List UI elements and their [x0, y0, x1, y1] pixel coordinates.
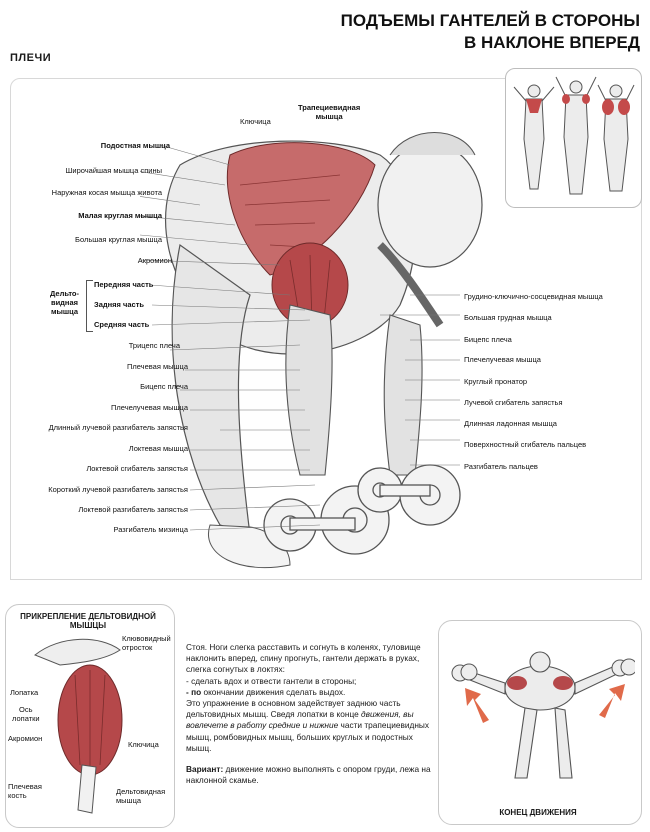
description-variant-bold: Вариант:: [186, 764, 224, 775]
label-front-part: Передняя часть: [94, 280, 154, 289]
label-external-oblique: Наружная косая мышца живота: [51, 188, 162, 197]
description-p2: - сделать вдох и отвести гантели в сторо…: [186, 675, 357, 686]
description-p3-bold: - по: [186, 686, 202, 697]
label-flexor-digitorum-superficialis: Поверхностный сгибатель пальцев: [464, 440, 587, 449]
label-palmaris-longus: Длинная ладонная мышца: [464, 419, 557, 428]
page-title: ПОДЪЕМЫ ГАНТЕЛЕЙ В СТОРОНЫ В НАКЛОНЕ ВПЕ…: [341, 10, 640, 54]
label-brachioradialis-right: Плечелучевая мышца: [464, 355, 541, 364]
end-movement-caption: КОНЕЦ ДВИЖЕНИЯ: [499, 808, 577, 817]
label-clavicle: Ключица: [240, 117, 271, 126]
main-illustration-frame: [10, 78, 642, 580]
description-p3-text: окончании движения сделать выдох.: [201, 686, 346, 697]
end-movement-illustration: [451, 651, 635, 779]
label-clavicle-small: Ключица: [128, 740, 159, 749]
label-ext-carpi-radialis-brevis: Короткий лучевой разгибатель запястья: [48, 485, 188, 494]
label-deltoid-group: Дельто- видная мышца: [50, 289, 79, 316]
deltoid-bracket: [86, 280, 93, 332]
title-line-1: ПОДЪЕМЫ ГАНТЕЛЕЙ В СТОРОНЫ: [340, 11, 640, 30]
label-deltoid-muscle: Дельтовидная мышца: [116, 787, 166, 805]
label-scapular-spine: Ось лопатки: [12, 705, 40, 723]
section-label: ПЛЕЧИ: [10, 52, 52, 64]
end-movement-box: [438, 620, 642, 825]
label-biceps-left: Бицепс плеча: [140, 382, 188, 391]
three-figures-illustration: [513, 76, 635, 195]
exercise-description: Стоя. Ноги слегка расставить и согнуть в…: [186, 642, 434, 786]
label-brachialis: Плечевая мышца: [126, 362, 188, 371]
label-ext-digiti-minimi: Разгибатель мизинца: [113, 525, 188, 534]
label-pronator-teres: Круглый пронатор: [464, 377, 528, 386]
label-scapula: Лопатка: [10, 688, 39, 697]
label-trapezius: Трапециевидная мышца: [298, 103, 361, 121]
label-acromion-small: Акромион: [8, 734, 43, 743]
label-humerus: Плечевая кость: [8, 782, 42, 800]
label-biceps-right: Бицепс плеча: [464, 335, 512, 344]
label-coracoid: Клювовидный отросток: [122, 634, 171, 652]
deltoid-attachment-box: [5, 604, 175, 828]
label-triceps: Трицепс плеча: [128, 341, 180, 350]
label-pectoralis-major: Большая грудная мышца: [464, 313, 552, 322]
label-anconeus: Локтевая мышца: [128, 444, 188, 453]
label-extensor-digitorum: Разгибатель пальцев: [464, 462, 538, 471]
label-teres-major: Большая круглая мышца: [75, 235, 162, 244]
label-teres-minor: Малая круглая мышца: [78, 211, 162, 220]
deltoid-attachment-title: ПРИКРЕПЛЕНИЕ ДЕЛЬТОВИДНОЙ МЫШЦЫ: [20, 612, 156, 630]
label-ext-carpi-ulnaris: Локтевой разгибатель запястья: [78, 505, 188, 514]
label-brachioradialis-left: Плечелучевая мышца: [111, 403, 188, 412]
title-line-2: В НАКЛОНЕ ВПЕРЕД: [463, 33, 640, 52]
muscle-map-inset: [505, 68, 642, 208]
label-latissimus: Широчайшая мышца спины: [65, 166, 163, 175]
description-p4b-text: части трапециевидных мышц, ромбовидных м…: [186, 720, 430, 753]
deltoid-attachment-illustration: [34, 638, 123, 814]
description-p4: Это упражнение в основном задействует за…: [186, 698, 434, 754]
label-ext-carpi-radialis-longus: Длинный лучевой разгибатель запястья: [48, 423, 188, 432]
label-back-part: Задняя часть: [94, 300, 144, 309]
description-variant: Вариант: движение можно выполнять с опор…: [186, 764, 434, 786]
description-p3: - по окончании движения сделать выдох.: [186, 687, 434, 698]
label-middle-part: Средняя часть: [94, 320, 150, 329]
main-figure-illustration: [140, 132, 483, 569]
label-acromion: Акромион: [137, 256, 172, 265]
label-flexor-carpi-radialis: Лучевой сгибатель запястья: [464, 398, 563, 407]
description-p1: Стоя. Ноги слегка расставить и согнуть в…: [186, 642, 421, 675]
label-flexor-carpi-ulnaris: Локтевой сгибатель запястья: [86, 464, 188, 473]
label-infraspinatus: Подостная мышца: [100, 141, 170, 150]
label-sternocleidomastoid: Грудино-ключично-сосцевидная мышца: [464, 292, 603, 301]
description-variant-text: движение можно выполнять с опором груди,…: [186, 764, 431, 786]
description-p4-italic: движения, вы вовлечете в работу средние …: [186, 709, 414, 731]
description-p4-text: Это упражнение в основном задействует за…: [186, 698, 401, 720]
